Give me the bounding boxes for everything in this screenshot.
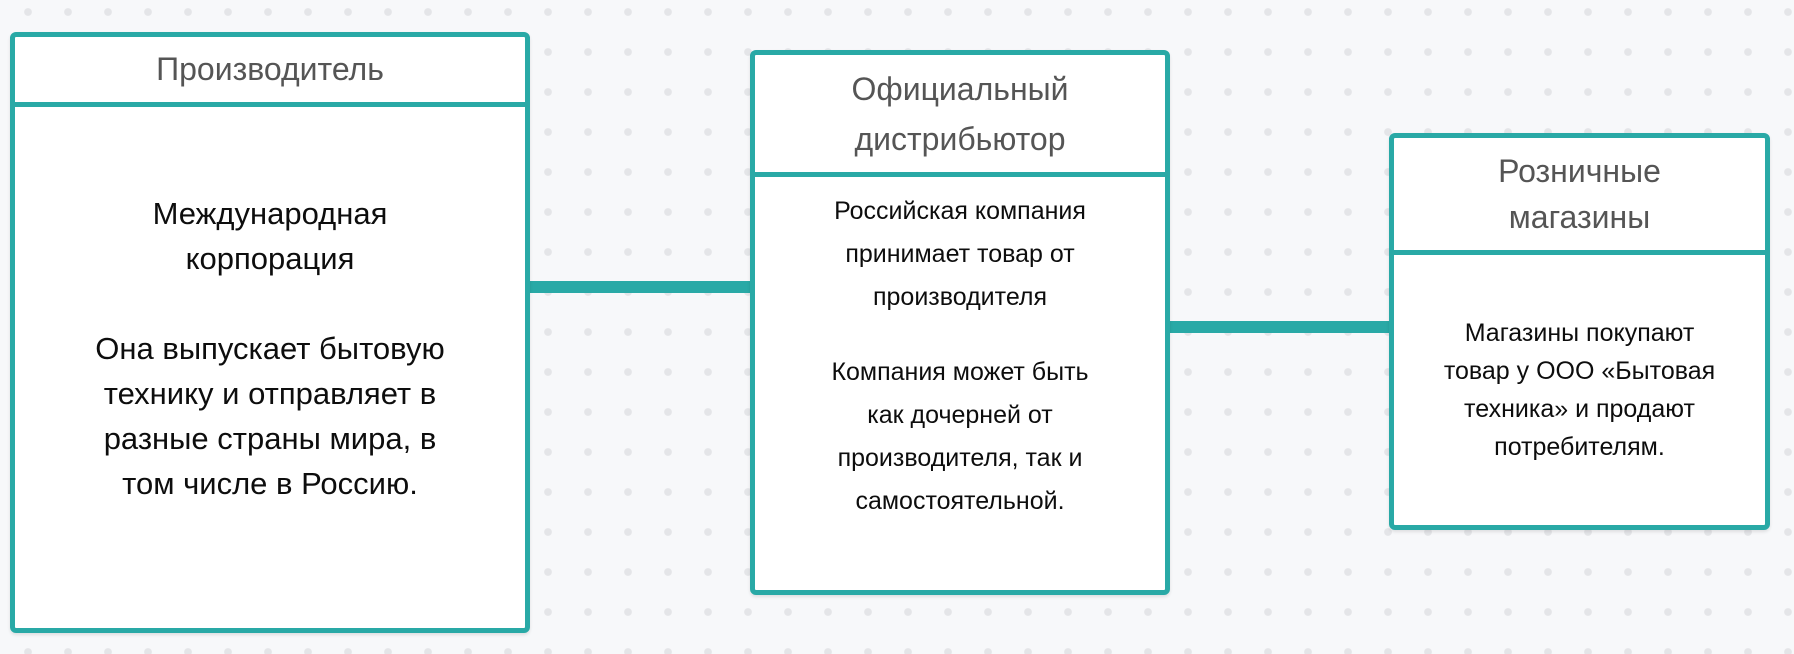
node-manufacturer-body: Международная корпорация Она выпускает б… — [15, 107, 525, 628]
connector-manufacturer-distributor[interactable] — [524, 281, 760, 293]
node-manufacturer-paragraph: Международная корпорация — [152, 196, 388, 276]
connector-distributor-retail[interactable] — [1162, 321, 1398, 333]
node-retail-body: Магазины покупают товар у ООО «Бытовая т… — [1394, 255, 1765, 525]
node-retail[interactable]: Розничные магазины Магазины покупают тов… — [1389, 133, 1770, 530]
node-retail-paragraph: Магазины покупают товар у ООО «Бытовая т… — [1443, 319, 1716, 461]
node-distributor[interactable]: Официальный дистрибьютор Российская комп… — [750, 50, 1170, 595]
node-manufacturer-title: Производитель — [15, 37, 525, 107]
node-distributor-title: Официальный дистрибьютор — [755, 55, 1165, 177]
node-distributor-body: Российская компания принимает товар от п… — [755, 177, 1165, 590]
node-manufacturer-paragraph: Она выпускает бытовую технику и отправля… — [95, 331, 445, 501]
node-retail-title: Розничные магазины — [1394, 138, 1765, 255]
node-distributor-paragraph: Российская компания принимает товар от п… — [834, 197, 1086, 311]
node-manufacturer[interactable]: Производитель Международная корпорация О… — [10, 32, 530, 633]
node-distributor-paragraph: Компания может быть как дочерней от прои… — [831, 358, 1089, 515]
